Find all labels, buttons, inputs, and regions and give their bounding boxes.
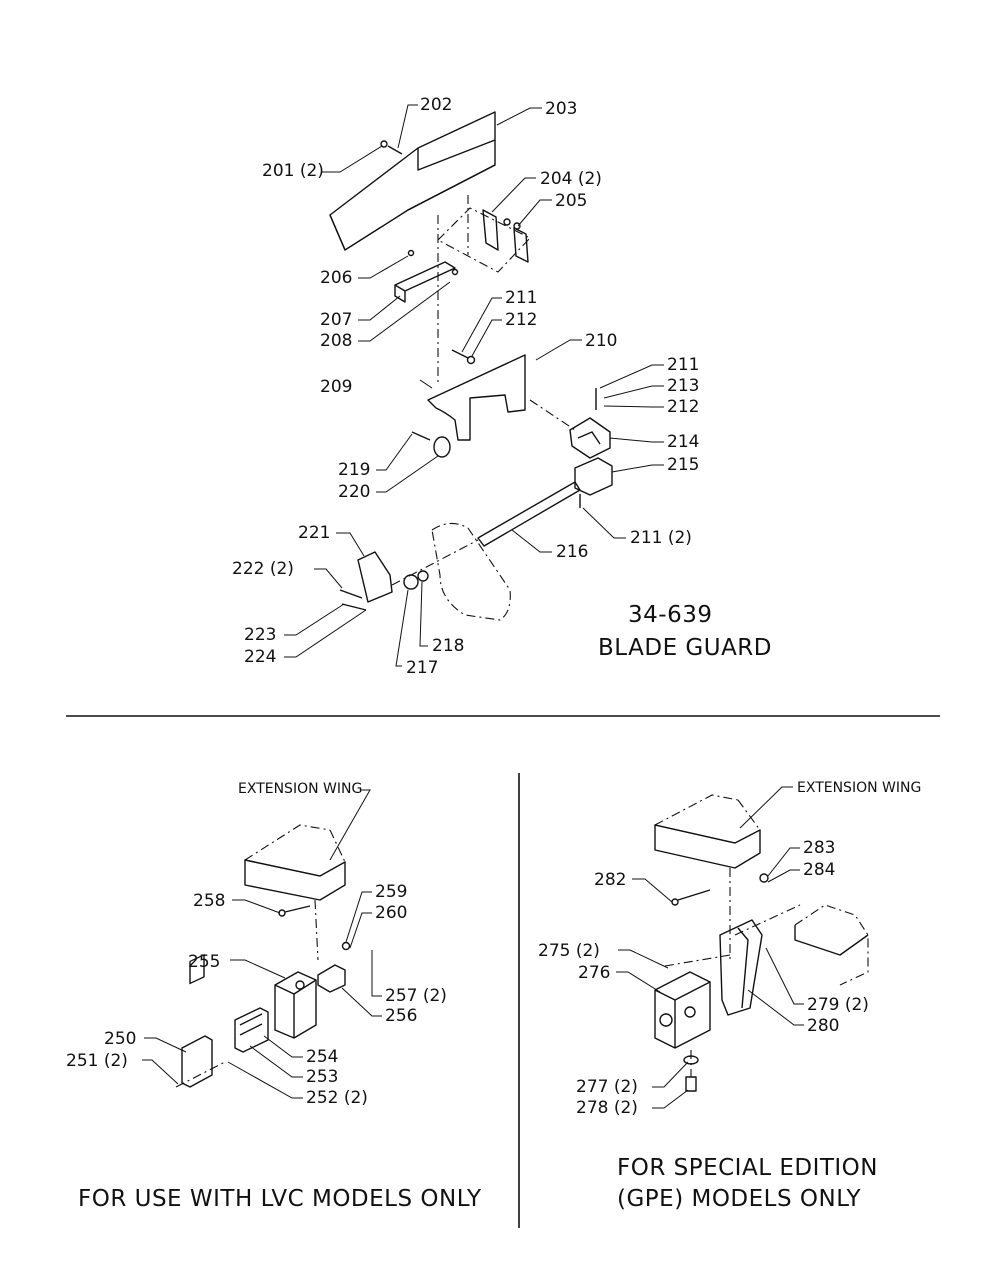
label-251: 251 (2): [66, 1051, 128, 1071]
label-202: 202: [420, 95, 452, 115]
label-216: 216: [556, 542, 588, 562]
label-211-right: 211: [667, 355, 699, 375]
label-205: 205: [555, 191, 587, 211]
label-259: 259: [375, 882, 407, 902]
lvc-assembly-labels: EXTENSION WING 258 259 260 255 257 (2) 2…: [66, 781, 482, 1212]
blade-guard-model-number: 34-639: [628, 602, 712, 628]
label-258: 258: [193, 891, 225, 911]
label-277: 277 (2): [576, 1077, 638, 1097]
blade-guard-title: BLADE GUARD: [598, 635, 772, 661]
label-220: 220: [338, 482, 370, 502]
label-222: 222 (2): [232, 559, 294, 579]
gpe-assembly-drawing: [654, 794, 869, 1092]
gpe-extension-wing-label: EXTENSION WING: [797, 780, 921, 796]
label-282: 282: [594, 870, 626, 890]
label-278: 278 (2): [576, 1098, 638, 1118]
label-279: 279 (2): [807, 995, 869, 1015]
label-284: 284: [803, 860, 835, 880]
label-217: 217: [406, 658, 438, 678]
gpe-caption-line1: FOR SPECIAL EDITION: [617, 1155, 878, 1181]
label-207: 207: [320, 310, 352, 330]
label-256: 256: [385, 1006, 417, 1026]
label-280: 280: [807, 1016, 839, 1036]
label-211-top: 211: [505, 288, 537, 308]
gpe-caption-line2: (GPE) MODELS ONLY: [617, 1186, 861, 1212]
label-218: 218: [432, 636, 464, 656]
label-252: 252 (2): [306, 1088, 368, 1108]
label-209: 209: [320, 377, 352, 397]
label-253: 253: [306, 1067, 338, 1087]
label-206: 206: [320, 268, 352, 288]
label-201: 201 (2): [262, 161, 324, 181]
blade-guard-drawing: [329, 111, 613, 621]
label-203: 203: [545, 99, 577, 119]
label-208: 208: [320, 331, 352, 351]
gpe-assembly-labels: EXTENSION WING 283 284 282 275 (2) 276 2…: [538, 780, 921, 1212]
lvc-extension-wing-label: EXTENSION WING: [238, 781, 362, 797]
label-212-right: 212: [667, 397, 699, 417]
label-275: 275 (2): [538, 941, 600, 961]
label-211-bottom: 211 (2): [630, 528, 692, 548]
label-223: 223: [244, 625, 276, 645]
label-255: 255: [188, 952, 220, 972]
label-213: 213: [667, 376, 699, 396]
label-214: 214: [667, 432, 699, 452]
lvc-caption: FOR USE WITH LVC MODELS ONLY: [78, 1186, 482, 1212]
label-212-top: 212: [505, 310, 537, 330]
lvc-assembly-drawing: [175, 824, 351, 1088]
label-283: 283: [803, 838, 835, 858]
label-204: 204 (2): [540, 169, 602, 189]
label-224: 224: [244, 647, 276, 667]
label-276: 276: [578, 963, 610, 983]
label-210: 210: [585, 331, 617, 351]
label-250: 250: [104, 1029, 136, 1049]
label-260: 260: [375, 903, 407, 923]
label-254: 254: [306, 1047, 338, 1067]
label-257: 257 (2): [385, 986, 447, 1006]
label-219: 219: [338, 460, 370, 480]
blade-guard-labels: 201 (2) 202 203 204 (2) 205 206 207 208 …: [232, 95, 772, 678]
label-221: 221: [298, 523, 330, 543]
label-215: 215: [667, 455, 699, 475]
